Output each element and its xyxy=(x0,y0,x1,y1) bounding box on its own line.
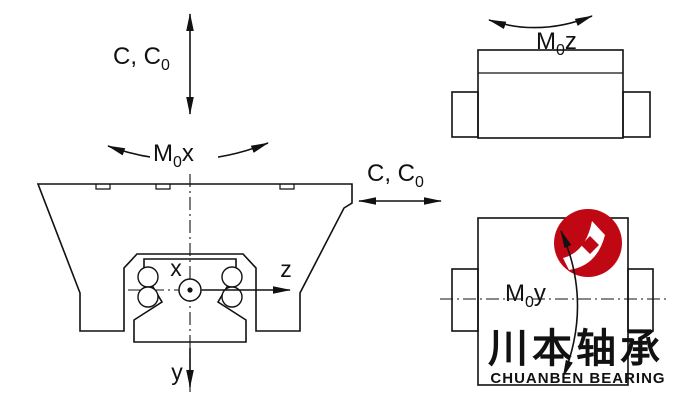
ball-bearing xyxy=(221,266,243,288)
watermark-logo-diamond xyxy=(581,236,599,254)
load-side-sub: 0 xyxy=(415,174,424,191)
moment-x-label-mask xyxy=(150,142,218,164)
watermark-english-text: CHUANBEN BEARING xyxy=(490,370,665,387)
top-view-left-flange xyxy=(451,91,479,138)
watermark-chinese-text: 川本轴承 xyxy=(488,327,664,371)
moment-z-arc xyxy=(488,15,593,29)
side-view-annotations: M0y xyxy=(440,230,666,378)
side-view xyxy=(451,217,654,386)
moment-y-arc xyxy=(560,230,579,378)
ball-bearing xyxy=(221,286,243,308)
watermark-logo xyxy=(554,209,622,277)
watermark-text: 川本轴承 CHUANBEN BEARING xyxy=(488,327,665,387)
load-capacity-label-top: C, C0 xyxy=(113,43,170,74)
ball-bearing xyxy=(137,266,159,288)
load-capacity-label-side: C, C0 xyxy=(367,160,424,191)
load-top-sub: 0 xyxy=(161,57,170,74)
moment-x-base: M xyxy=(153,140,173,167)
origin-dot xyxy=(187,287,193,293)
side-view-right-flange xyxy=(627,268,654,332)
carriage-top-notches xyxy=(95,184,295,190)
top-view-right-flange xyxy=(622,91,651,138)
moment-y-label: M0y xyxy=(505,280,546,311)
moment-x-sub: 0 xyxy=(173,154,182,171)
moment-y-base: M xyxy=(505,280,525,307)
moment-y-axis: y xyxy=(534,280,546,307)
moment-z-axis: z xyxy=(565,28,577,55)
ball-bearing xyxy=(137,286,159,308)
x-axis-label: x xyxy=(170,255,182,281)
top-view-body xyxy=(477,49,624,139)
y-axis-label: y xyxy=(171,359,183,385)
top-view: M0z xyxy=(451,15,651,139)
front-view: x z y C, C0 M0x xyxy=(36,13,353,392)
moment-y-sub: 0 xyxy=(525,294,534,311)
load-top-base: C, C xyxy=(113,43,161,70)
moment-z-base: M xyxy=(536,28,556,55)
side-view-left-flange xyxy=(451,268,479,332)
moment-x-label: M0x xyxy=(153,140,194,171)
moment-z-label: M0z xyxy=(536,28,577,59)
moment-x-axis: x xyxy=(182,140,194,167)
carriage-outline xyxy=(36,183,353,332)
load-side-base: C, C xyxy=(367,160,415,187)
side-load-annotation: C, C0 xyxy=(358,160,442,205)
z-axis-label: z xyxy=(280,256,292,282)
